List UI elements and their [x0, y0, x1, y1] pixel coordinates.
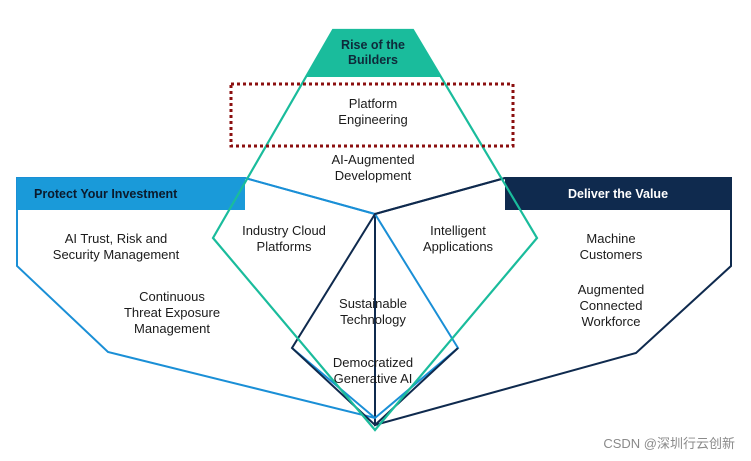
teal-header-cap: [306, 30, 440, 77]
right-header-bar: [505, 178, 731, 210]
label-democratized-generative-ai: Democratized Generative AI: [332, 355, 414, 386]
label-ai-trust-risk-security: AI Trust, Risk and Security Management: [52, 231, 180, 262]
header-protect-your-investment: Protect Your Investment: [34, 187, 178, 201]
label-sustainable-technology: Sustainable Technology: [339, 296, 407, 327]
label-intelligent-applications: Intelligent Applications: [422, 223, 494, 254]
label-machine-customers: Machine Customers: [579, 231, 643, 262]
label-industry-cloud-platforms: Industry Cloud Platforms: [242, 223, 326, 254]
inner-navy-diamond: [290, 177, 506, 427]
left-header-bar: [17, 178, 245, 210]
header-deliver-the-value: Deliver the Value: [567, 187, 669, 201]
label-continuous-threat-exposure: Continuous Threat Exposure Management: [123, 289, 221, 336]
platform-engineering-highlight: [229, 82, 515, 148]
label-augmented-connected-workforce: Augmented Connected Workforce: [577, 282, 645, 329]
label-platform-engineering: Platform Engineering: [338, 96, 408, 127]
header-rise-of-the-builders: Rise of the Builders: [341, 38, 405, 67]
watermark-text: CSDN @深圳行云创新: [603, 436, 735, 451]
label-ai-augmented-development: AI-Augmented Development: [331, 152, 415, 183]
